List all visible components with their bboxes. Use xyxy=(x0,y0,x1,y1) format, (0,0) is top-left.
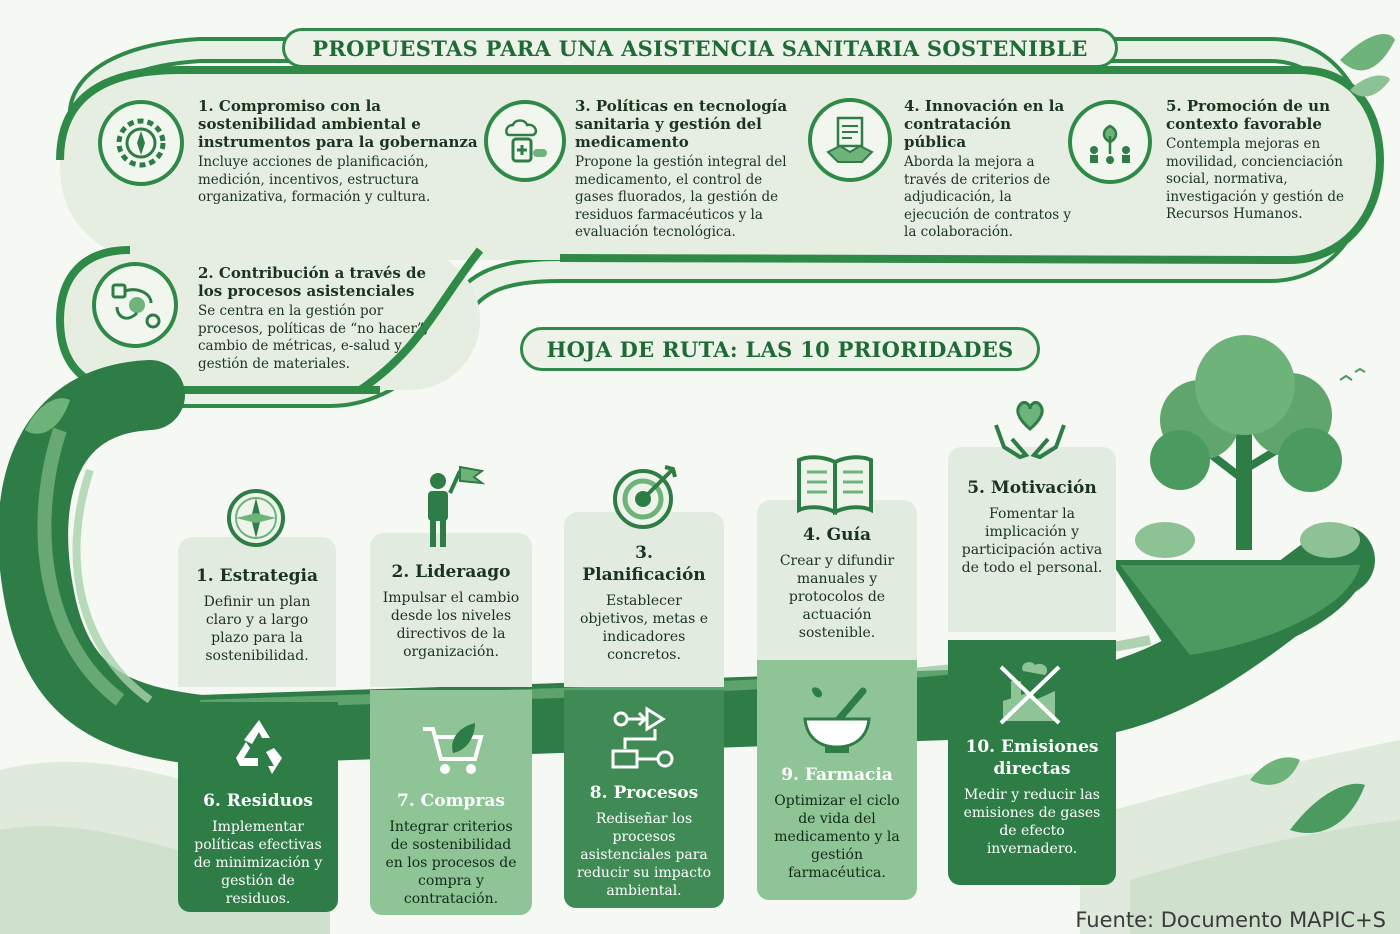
priority-6-icon-wrap xyxy=(226,712,292,778)
person-flag-icon xyxy=(428,465,486,547)
priority-card-3: 3. Planificación Establecer objetivos, m… xyxy=(564,512,724,687)
proposal-3-title: 3. Políticas en tecnología sanitaria y g… xyxy=(575,97,788,151)
no-emissions-icon xyxy=(999,662,1061,725)
priority-4-title: 4. Guía xyxy=(802,525,872,545)
priority-1-title: 1. Estrategia xyxy=(195,566,319,586)
priority-2-icon-wrap xyxy=(410,463,490,553)
priority-10-icon-wrap xyxy=(992,656,1068,732)
roadmap-title: HOJA DE RUTA: LAS 10 PRIORIDADES xyxy=(546,336,1014,362)
process-flow-icon xyxy=(111,283,161,329)
proposal-2-title: 2. Contribución a través de los procesos… xyxy=(198,264,427,300)
priority-2-title: 2. Lideraago xyxy=(391,562,511,582)
proposal-3: 3. Políticas en tecnología sanitaria y g… xyxy=(575,97,795,242)
priority-8-icon-wrap xyxy=(604,704,686,776)
priority-7-icon-wrap xyxy=(418,708,488,780)
priority-8-desc: Rediseñar los procesos asistenciales par… xyxy=(576,811,712,899)
proposal-2-circle xyxy=(92,262,178,348)
priority-5-title: 5. Motivación xyxy=(967,478,1097,498)
priority-4-icon-wrap xyxy=(792,450,878,520)
priority-card-1: 1. Estrategia Definir un plan claro y a … xyxy=(178,537,336,687)
people-plant-icon xyxy=(1090,124,1130,164)
priority-card-9: 9. Farmacia Optimizar el ciclo de vida d… xyxy=(757,660,917,900)
proposal-1-title: 1. Compromiso con la sostenibilidad ambi… xyxy=(198,97,478,151)
priority-card-6: 6. Residuos Implementar políticas efecti… xyxy=(178,702,338,912)
flowchart-icon xyxy=(611,706,674,769)
proposal-4: 4. Innovación en la contratación pública… xyxy=(904,97,1074,242)
priority-9-desc: Optimizar el ciclo de vida del medicamen… xyxy=(774,793,900,881)
priority-5-desc: Fomentar la implicación y participación … xyxy=(961,506,1103,576)
priority-10-desc: Medir y reducir las emisiones de gases d… xyxy=(963,787,1101,857)
proposal-2: 2. Contribución a través de los procesos… xyxy=(198,264,438,373)
proposal-1: 1. Compromiso con la sostenibilidad ambi… xyxy=(198,97,478,207)
proposal-5: 5. Promoción de un contexto favorable Co… xyxy=(1166,97,1356,224)
mortar-pestle-icon xyxy=(803,687,871,753)
priority-3-icon-wrap xyxy=(606,458,684,536)
proposal-5-circle xyxy=(1068,100,1152,184)
priority-1-icon-wrap xyxy=(220,482,292,554)
source-caption: Fuente: Documento MAPIC+S xyxy=(1075,908,1386,932)
priority-9-icon-wrap xyxy=(798,684,876,758)
priority-8-title: 8. Procesos xyxy=(589,783,699,803)
priority-card-8: 8. Procesos Rediseñar los procesos asist… xyxy=(564,690,724,908)
proposal-3-circle xyxy=(484,100,566,182)
priority-card-5: 5. Motivación Fomentar la implicación y … xyxy=(948,447,1116,632)
priority-9-title: 9. Farmacia xyxy=(781,765,893,785)
main-title-banner: PROPUESTAS PARA UNA ASISTENCIA SANITARIA… xyxy=(282,28,1118,68)
priority-card-7: 7. Compras Integrar criterios de sosteni… xyxy=(370,690,532,915)
priority-3-desc: Establecer objetivos, metas e indicadore… xyxy=(580,593,708,663)
compass-icon xyxy=(227,489,285,547)
priority-6-title: 6. Residuos xyxy=(203,791,313,811)
priority-6-desc: Implementar políticas efectivas de minim… xyxy=(193,819,323,907)
recycle-icon xyxy=(236,720,282,774)
proposal-4-circle xyxy=(808,98,892,182)
proposal-4-title: 4. Innovación en la contratación pública xyxy=(904,97,1065,151)
priority-card-2: 2. Lideraago Impulsar el cambio desde lo… xyxy=(370,533,532,687)
priority-card-10: 10. Emisiones directas Medir y reducir l… xyxy=(948,640,1116,885)
priority-4-desc: Crear y difundir manuales y protocolos d… xyxy=(779,553,895,641)
priority-2-desc: Impulsar el cambio desde los niveles dir… xyxy=(382,590,520,660)
priority-1-desc: Definir un plan claro y a largo plazo pa… xyxy=(203,594,311,664)
proposal-4-desc: Aborda la mejora a través de criterios d… xyxy=(904,154,1072,240)
priority-10-title: 10. Emisiones directas xyxy=(965,737,1099,779)
main-title: PROPUESTAS PARA UNA ASISTENCIA SANITARIA… xyxy=(312,35,1088,61)
priority-5-icon-wrap xyxy=(988,394,1072,466)
proposal-5-desc: Contempla mejoras en movilidad, concienc… xyxy=(1166,136,1344,222)
proposal-5-title: 5. Promoción de un contexto favorable xyxy=(1166,97,1330,133)
proposal-1-desc: Incluye acciones de planificación, medic… xyxy=(198,154,431,205)
shopping-cart-leaf-icon xyxy=(423,723,484,774)
compass-gear-icon xyxy=(116,118,166,168)
proposal-3-desc: Propone la gestión integral del medicame… xyxy=(575,154,787,240)
priority-card-4: 4. Guía Crear y difundir manuales y prot… xyxy=(757,500,917,687)
proposal-1-circle xyxy=(98,100,184,186)
roadmap-title-banner: HOJA DE RUTA: LAS 10 PRIORIDADES xyxy=(520,327,1040,371)
hands-heart-icon xyxy=(994,401,1066,460)
medicine-bottle-icon xyxy=(505,119,547,163)
priority-7-desc: Integrar criterios de sostenibilidad en … xyxy=(385,819,517,907)
target-icon xyxy=(613,465,677,529)
open-book-icon xyxy=(797,455,873,516)
priority-7-title: 7. Compras xyxy=(397,791,505,811)
priority-3-title: 3. Planificación xyxy=(582,543,706,585)
proposal-2-desc: Se centra en la gestión por procesos, po… xyxy=(198,303,429,372)
contract-handshake-icon xyxy=(826,116,874,163)
